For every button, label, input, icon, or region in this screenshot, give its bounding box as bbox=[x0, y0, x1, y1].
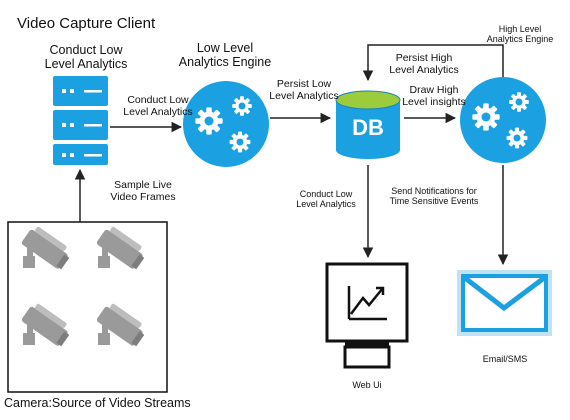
edge-label-high-to-db: Persist High Level Analytics bbox=[389, 52, 459, 77]
edge-label-high-to-email: Send Notifications for Time Sensitive Ev… bbox=[389, 186, 479, 207]
camera-label: Camera:Source of Video Streams bbox=[4, 396, 191, 410]
edge-label-db-to-webui: Conduct Low Level Analytics bbox=[296, 189, 356, 210]
monitor-chart-icon bbox=[325, 262, 409, 369]
edge-high-to-db bbox=[362, 44, 504, 82]
edge-label-low-to-db: Persist Low Level Analytics bbox=[269, 78, 339, 103]
envelope-icon bbox=[457, 270, 552, 336]
server-icon bbox=[53, 76, 108, 165]
high-engine-label: High Level Analytics Engine bbox=[486, 24, 554, 45]
edge-label-client-to-low: Conduct Low Level Analytics bbox=[123, 94, 193, 119]
diagram-title: Video Capture Client bbox=[17, 15, 156, 32]
web-ui-label: Web Ui bbox=[352, 380, 382, 390]
email-label: Email/SMS bbox=[482, 354, 528, 364]
edge-label-camera-to-client: Sample Live Video Frames bbox=[110, 179, 176, 204]
client-label: Conduct Low Level Analytics bbox=[44, 43, 128, 72]
db-label: DB bbox=[352, 115, 384, 140]
edge-label-db-to-high: Draw High Level insights bbox=[402, 84, 466, 109]
gears-icon bbox=[460, 77, 546, 163]
low-engine-label: Low Level Analytics Engine bbox=[178, 41, 272, 70]
database-icon bbox=[335, 90, 401, 159]
gears-icon bbox=[183, 81, 269, 167]
